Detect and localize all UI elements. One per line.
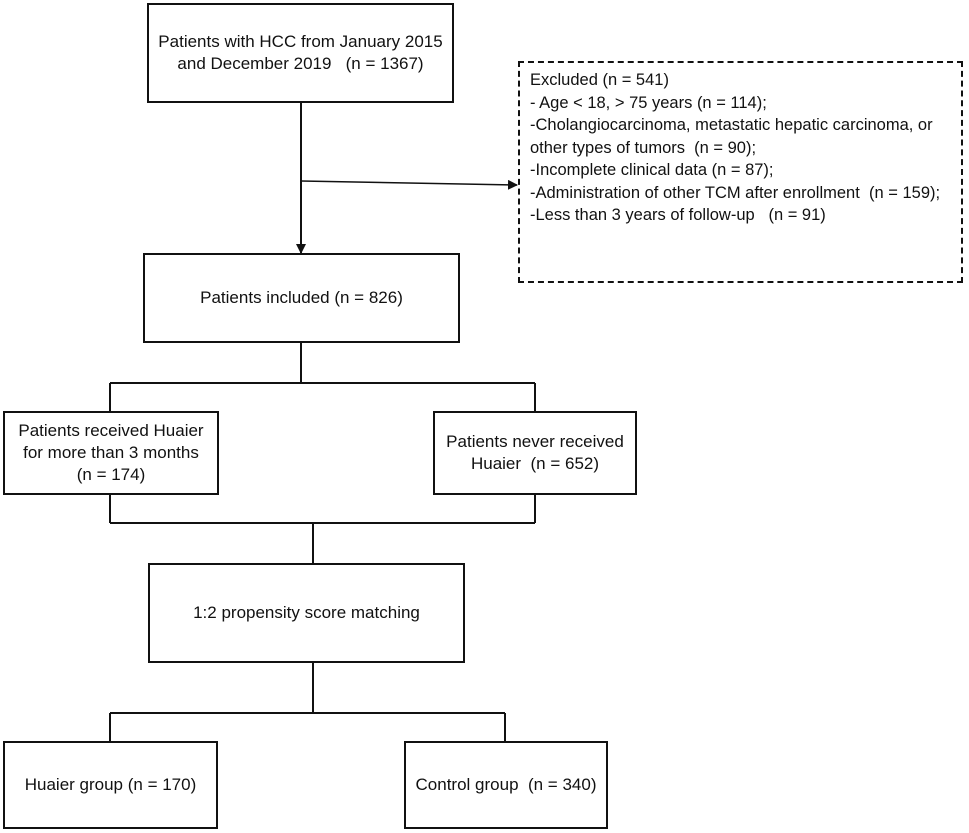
excluded-title: Excluded (n = 541) [530,71,669,89]
node-start-line-2: and December 2019 (n = 1367) [177,54,424,73]
node-never-received-line-1: Patients never received [446,432,624,451]
node-never-received: Patients never received Huaier (n = 652) [433,411,637,495]
node-huaier-received-line-2: for more than 3 months [23,443,199,462]
node-start: Patients with HCC from January 2015 and … [147,3,454,103]
node-excluded: Excluded (n = 541) - Age < 18, > 75 year… [518,61,963,283]
node-huaier-group-line-1: Huaier group (n = 170) [24,775,197,794]
node-huaier-received-line-3: (n = 174) [76,465,146,484]
excluded-item: -Cholangiocarcinoma, metastatic hepatic … [530,116,933,134]
node-huaier-received: Patients received Huaier for more than 3… [3,411,219,495]
excluded-item: -Incomplete clinical data (n = 87); [530,161,774,179]
arrow-to-excluded [300,179,518,190]
node-huaier-group: Huaier group (n = 170) [3,741,218,829]
node-never-received-line-2: Huaier (n = 652) [470,454,600,473]
excluded-item: - Age < 18, > 75 years (n = 114); [530,93,767,112]
node-start-line-1: Patients with HCC from January 2015 [158,32,443,51]
node-control-group-line-1: Control group (n = 340) [415,775,597,794]
node-included-line-1: Patients included (n = 826) [200,288,403,307]
node-psm: 1:2 propensity score matching [148,563,465,663]
excluded-item: -Less than 3 years of follow-up (n = 91) [530,206,826,224]
node-huaier-received-line-1: Patients received Huaier [18,421,204,440]
excluded-item: -Administration of other TCM after enrol… [530,183,941,202]
node-included: Patients included (n = 826) [143,253,460,343]
excluded-item: other types of tumors (n = 90); [530,138,757,157]
node-control-group: Control group (n = 340) [404,741,608,829]
node-psm-line-1: 1:2 propensity score matching [193,603,420,622]
